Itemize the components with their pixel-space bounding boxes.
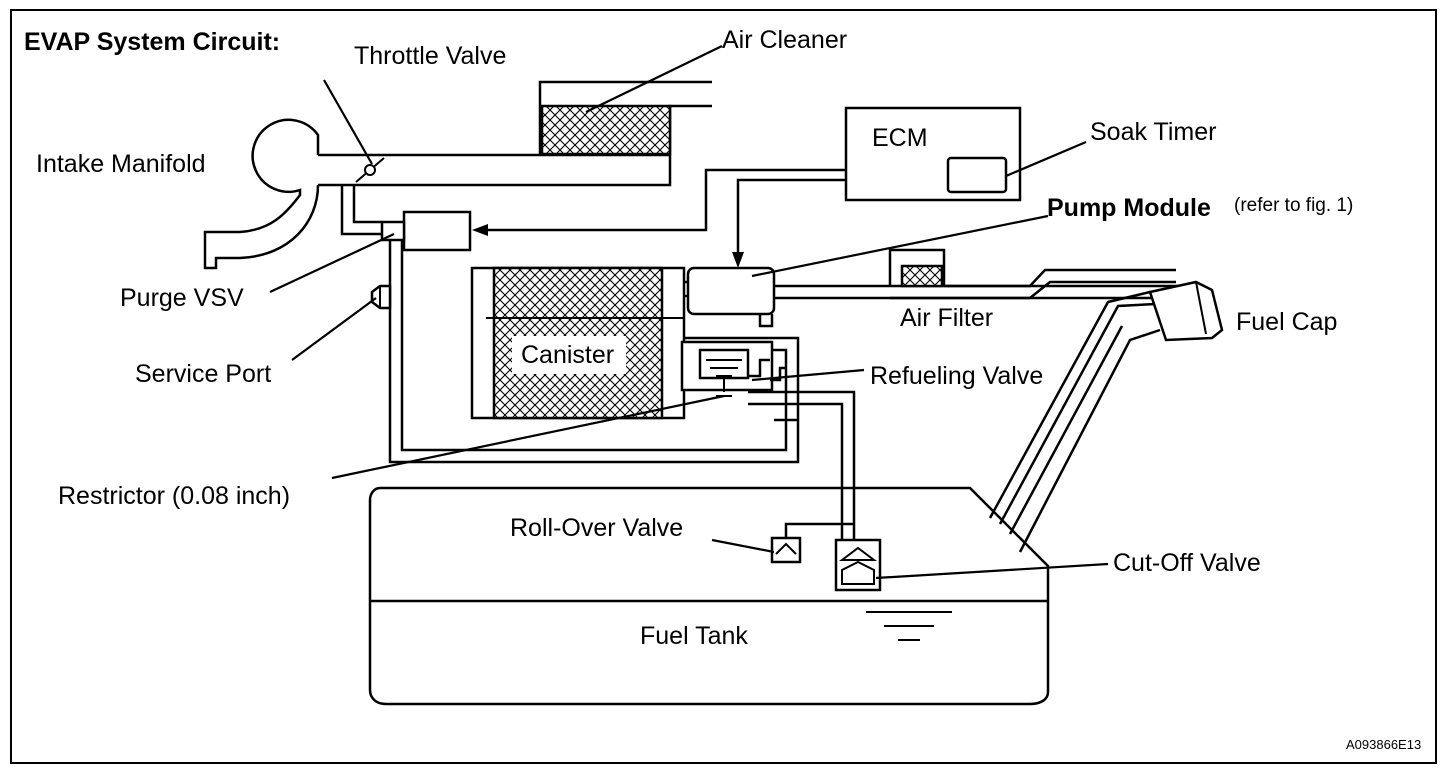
service-port-label: Service Port [135, 360, 271, 388]
air-filter-label: Air Filter [900, 304, 993, 332]
intake-manifold-label: Intake Manifold [36, 150, 206, 178]
canister-label: Canister [521, 341, 614, 369]
fuel-tank-label: Fuel Tank [640, 622, 748, 650]
purge-vsv [340, 185, 472, 252]
air-filter [888, 248, 1176, 300]
pump-module-ref-label: (refer to fig. 1) [1234, 195, 1353, 216]
purge-vsv-label: Purge VSV [120, 284, 244, 312]
refueling-valve [680, 340, 856, 550]
figure-code: A093866E13 [1346, 737, 1421, 752]
fuel-cap [1148, 280, 1224, 342]
soak-timer-label: Soak Timer [1090, 118, 1216, 146]
soak-timer-box [946, 156, 1008, 194]
leader-lines [269, 45, 1109, 580]
fuel-tank [368, 486, 1050, 706]
cut-off-valve-label: Cut-Off Valve [1113, 549, 1261, 577]
pump-module-label: Pump Module [1047, 194, 1211, 222]
canister [470, 266, 686, 420]
diagram-title: EVAP System Circuit: [24, 28, 280, 56]
cut-off-valve [834, 538, 882, 592]
fuel-cap-label: Fuel Cap [1236, 308, 1337, 336]
refueling-valve-label: Refueling Valve [870, 362, 1043, 390]
air-cleaner-label: Air Cleaner [722, 26, 847, 54]
roll-over-valve-label: Roll-Over Valve [510, 514, 683, 542]
ecm-label: ECM [872, 124, 928, 152]
figure-frame [10, 9, 1437, 764]
air-cleaner [538, 80, 712, 156]
filler-neck [988, 290, 1161, 553]
ecm [472, 106, 1022, 268]
roll-over-valve [770, 522, 854, 564]
throttle-valve [355, 157, 385, 183]
service-port [370, 284, 392, 310]
restrictor-label: Restrictor (0.08 inch) [58, 482, 290, 510]
throttle-valve-label: Throttle Valve [354, 42, 506, 70]
